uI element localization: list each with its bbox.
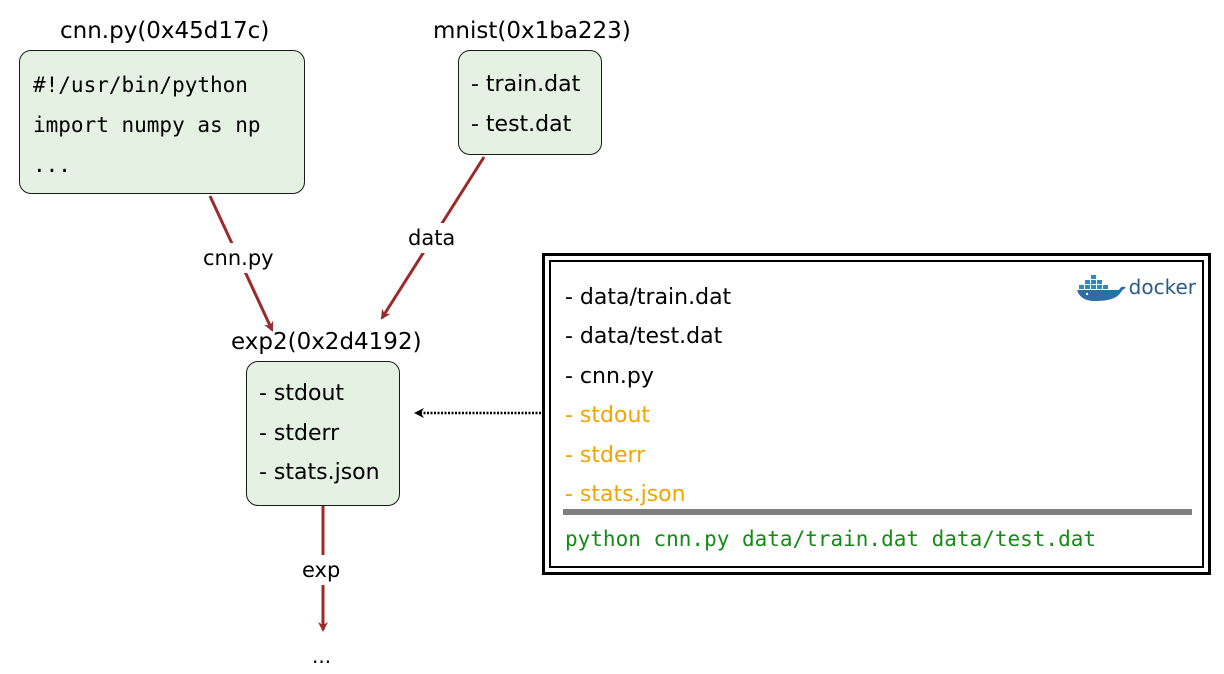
docker-output-1: - stdout — [565, 403, 651, 428]
docker-separator — [563, 509, 1192, 515]
mnist-line-1: - train.dat — [471, 72, 581, 97]
cnn-node[interactable]: #!/usr/bin/python import numpy as np ... — [19, 50, 305, 194]
docker-input-3: - cnn.py — [565, 364, 654, 389]
cnn-line-1: #!/usr/bin/python — [33, 73, 248, 97]
docker-output-3: - stats.json — [565, 482, 686, 507]
exp2-line-1: - stdout — [259, 381, 345, 406]
exp2-line-2: - stderr — [259, 421, 340, 446]
edge-label-data: data — [404, 223, 460, 253]
docker-input-1: - data/train.dat — [565, 285, 732, 310]
exp2-line-3: - stats.json — [259, 460, 380, 485]
docker-output-2: - stderr — [565, 443, 646, 468]
mnist-node-title: mnist(0x1ba223) — [433, 18, 631, 44]
exp2-node-title: exp2(0x2d4192) — [231, 329, 422, 355]
docker-container-inner: docker - data/train.dat - data/test.dat … — [549, 260, 1204, 568]
edge-label-exp: exp — [298, 555, 345, 585]
docker-command: python cnn.py data/train.dat data/test.d… — [565, 527, 1097, 551]
cnn-node-title: cnn.py(0x45d17c) — [60, 18, 270, 44]
exp2-node[interactable]: - stdout - stderr - stats.json — [246, 361, 400, 506]
docker-logo: docker — [1076, 272, 1196, 302]
mnist-node[interactable]: - train.dat - test.dat — [458, 50, 602, 155]
docker-logo-text: docker — [1128, 275, 1196, 299]
mnist-line-2: - test.dat — [471, 112, 572, 137]
docker-input-2: - data/test.dat — [565, 324, 723, 349]
docker-whale-icon — [1076, 275, 1126, 301]
continuation-ellipsis: ... — [312, 644, 332, 668]
cnn-line-2: import numpy as np — [33, 113, 261, 137]
edge-label-cnn: cnn.py — [199, 243, 278, 273]
cnn-line-3: ... — [33, 153, 71, 177]
docker-container-box[interactable]: docker - data/train.dat - data/test.dat … — [542, 253, 1211, 575]
